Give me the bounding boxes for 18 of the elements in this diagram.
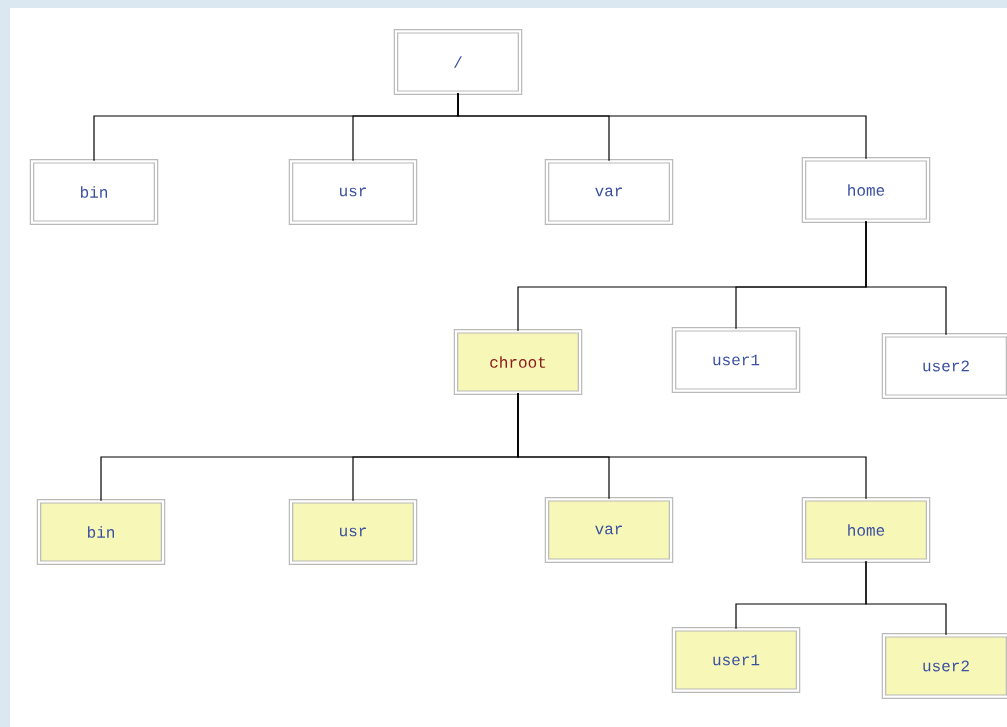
directory-box: home [801,157,931,223]
connector-line [865,560,947,636]
directory-box: var [544,497,674,563]
directory-box: bin [29,159,159,225]
directory-box: var [544,159,674,225]
connector-line [865,220,947,336]
directory-box: usr [288,499,418,565]
directory-box: home [801,497,931,563]
directory-box: user2 [881,633,1007,699]
directory-box: chroot [453,329,583,395]
directory-box: user2 [881,333,1007,399]
directory-box: bin [36,499,166,565]
connector-line [517,392,867,500]
directory-box: usr [288,159,418,225]
directory-box: user1 [671,627,801,693]
directory-box: / [393,29,523,95]
connector-line [457,92,867,160]
directory-box: user1 [671,327,801,393]
